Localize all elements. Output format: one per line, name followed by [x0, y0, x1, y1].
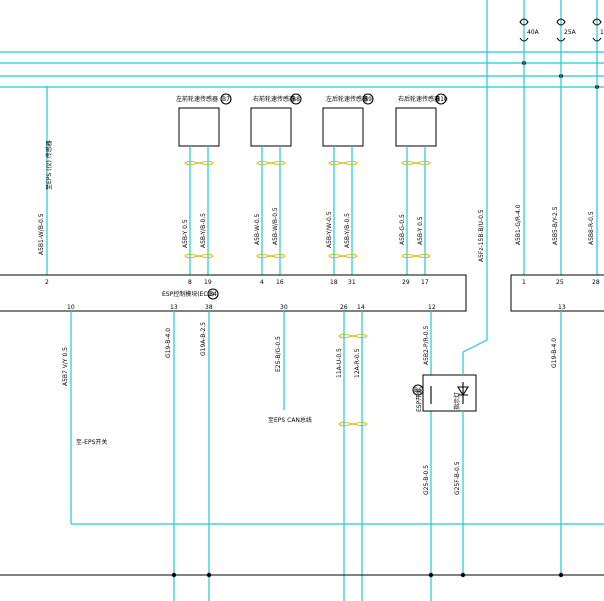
sensor-box-1 [178, 107, 220, 147]
wire-label-13: G19-B-4.0 [165, 328, 172, 358]
ground-junction [206, 572, 212, 578]
sensor-label-3: 左后轮速传感器 [326, 95, 368, 103]
ecu-box [0, 274, 467, 312]
ref-circle-icon [435, 93, 447, 105]
sensor-ref-3: B9 [364, 96, 372, 103]
right-pin-28: 28 [592, 279, 600, 286]
fuse-icon [519, 18, 529, 26]
ref-circle-icon [220, 93, 232, 105]
wire-label: A5B-Y/B-0.5 [200, 213, 207, 248]
ref-circle-icon [290, 93, 302, 105]
right-pin-25: 25 [556, 279, 564, 286]
ground-junction [558, 572, 564, 578]
wire-label-30: E25-B/G-0.5 [275, 336, 282, 372]
fuse-icon [556, 18, 566, 26]
ground-wire-label-1: G25-B-0.5 [423, 465, 430, 495]
wire-label: A5B-Y/B-0.5 [344, 213, 351, 248]
ref-circle-icon [412, 384, 424, 396]
ecu-pin-13: 13 [170, 304, 178, 311]
wire-label-38: G19A-B-2.5 [200, 322, 207, 356]
sensor-label-1: 左前轮速传感器 [176, 95, 218, 103]
switch-lamp-label: 指示灯 [453, 392, 461, 410]
right-bottom-wire-label: G19-B-4.0 [551, 338, 558, 368]
right-wire-label-3: A5B8-R-0.5 [588, 211, 595, 245]
ecu-pin-14: 14 [357, 304, 365, 311]
ecu-pin-10: 10 [67, 304, 75, 311]
right-wire-label-2: A5B5-B/Y-2.5 [552, 206, 559, 245]
wire-label-10: A5B7 V/Y 0.5 [62, 347, 69, 386]
ground-wire-label-2: G25F-B-0.5 [454, 461, 461, 495]
left-wire-label: A5B1-W/B-0.5 [38, 213, 45, 255]
right-pin-13: 13 [558, 304, 566, 311]
note-pin30: 至EPS CAN总线 [268, 416, 312, 424]
ecu-pin-12: 12 [428, 304, 436, 311]
fuse-icon [556, 37, 566, 42]
twisted-pair-markers [184, 160, 431, 427]
ecu-ref: B4 [209, 291, 217, 298]
left-wire-note: 至EPS (仪) 传感器 [45, 140, 53, 190]
ecu-pin-31: 31 [348, 279, 356, 286]
wire-label: A5B-G-0.5 [399, 214, 406, 245]
ground-junction [428, 572, 434, 578]
fuse-icon [592, 37, 602, 42]
right-riser-bend [462, 339, 488, 353]
fuse-label-2: 25A [564, 29, 577, 36]
wire-label-12: A5B2-P/R-0.5 [423, 326, 430, 365]
sensor-box-3 [322, 107, 364, 147]
ecu-pin-29: 29 [402, 279, 410, 286]
sensor-ref-4: B10 [436, 96, 448, 103]
fuse-label-1: 40A [527, 29, 540, 36]
ecu-label: ESP控制模块(ECU) [162, 290, 214, 298]
sensor-label-4: 右后轮速传感器 [398, 95, 440, 103]
fuse-symbols [519, 18, 602, 42]
right-riser-label: A5Fz-15B-B/U-0.5 [478, 209, 485, 262]
right-wire-label-1: A5B1-G/R-4.0 [515, 204, 522, 245]
ecu-pin-8: 8 [188, 279, 192, 286]
ground-junction [171, 572, 177, 578]
sensor-box-4 [395, 107, 437, 147]
ref-circle-icon [362, 93, 374, 105]
ecu-pin-2: 2 [45, 279, 49, 286]
wire-label: A5B-Y 0.5 [417, 216, 424, 245]
esp-switch-box [422, 374, 477, 412]
ground-junction [460, 572, 466, 578]
sensor-ref-2: B8 [292, 96, 300, 103]
ref-circle-icon [207, 288, 219, 300]
sensor-ref-badges: B7 B8 B9 B10 [220, 93, 448, 105]
switch-ref: B6 [414, 387, 422, 394]
ecu-pin-38: 38 [205, 304, 213, 311]
sensor-wires [189, 146, 426, 275]
wire-label-26: 11A-U-0.5 [336, 348, 343, 378]
fuse-label-3: 10 [600, 29, 604, 36]
wire-label: A5B-W-0.5 [254, 213, 261, 245]
ecu-pin-26: 26 [340, 304, 348, 311]
wire-label-14: 12A-R-0.5 [354, 348, 361, 378]
right-pin-1: 1 [522, 279, 526, 286]
sensor-ref-1: B7 [222, 96, 230, 103]
right-module-box [510, 274, 604, 312]
wire-label: A5B-Y/W-0.5 [326, 211, 333, 248]
note-pin10: 至-EPS开关 [76, 438, 107, 446]
ecu-pin-16: 16 [276, 279, 284, 286]
ecu-pin-19: 19 [204, 279, 212, 286]
ecu-pin-30: 30 [280, 304, 288, 311]
ecu-pin-17: 17 [421, 279, 429, 286]
ecu-pin-18: 18 [330, 279, 338, 286]
sensor-label-2: 右前轮速传感器 [253, 95, 295, 103]
wire-label: A5B-W/B-0.5 [272, 207, 279, 245]
switch-label: ESP开关 [415, 389, 423, 412]
fuse-icon [519, 37, 529, 42]
wire-label: A5B-Y 0.5 [182, 219, 189, 248]
ecu-pin-4: 4 [260, 279, 264, 286]
sensor-box-2 [250, 107, 292, 147]
fuse-icon [592, 18, 602, 26]
